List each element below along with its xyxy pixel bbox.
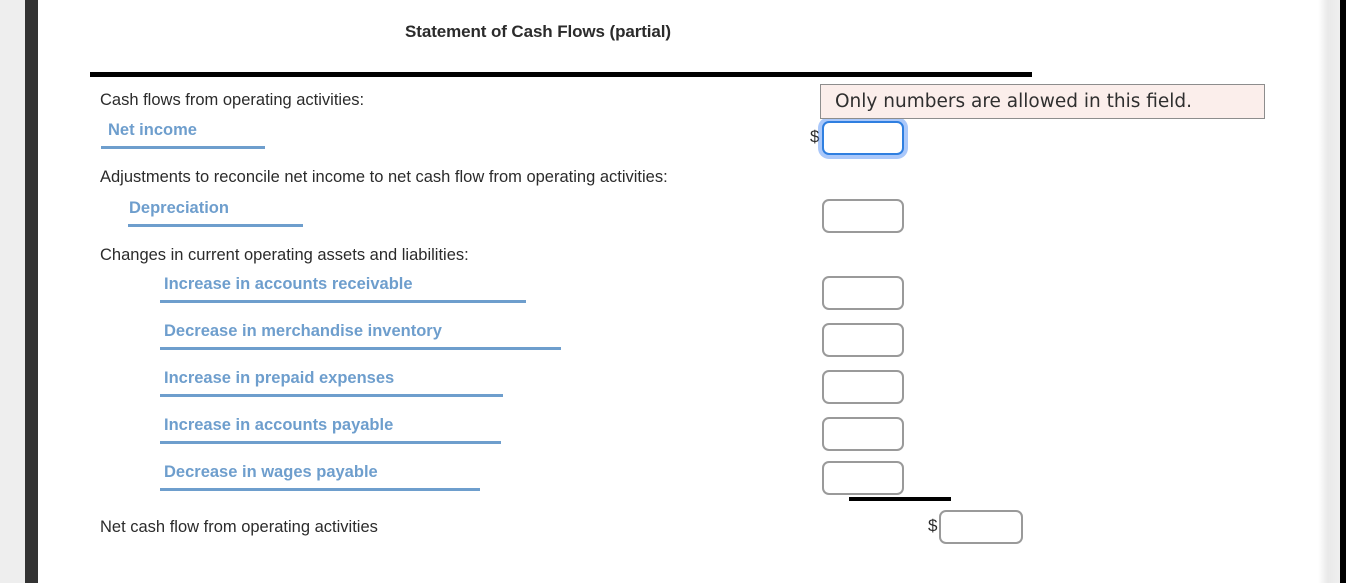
currency-symbol-net-income: $ xyxy=(810,127,820,146)
line-item-label-net-income[interactable]: Net income xyxy=(108,121,197,139)
page-title: Statement of Cash Flows (partial) xyxy=(405,22,671,41)
line-item-label-increase-prepaid-expenses[interactable]: Increase in prepaid expenses xyxy=(164,369,395,387)
line-item-underline-decrease-merchandise-inventory xyxy=(160,347,561,350)
line-item-label-increase-accounts-receivable[interactable]: Increase in accounts receivable xyxy=(164,275,413,293)
line-item-label-decrease-merchandise-inventory[interactable]: Decrease in merchandise inventory xyxy=(164,322,442,340)
line-item-underline-increase-prepaid-expenses xyxy=(160,394,503,397)
amount-input-increase-accounts-payable[interactable] xyxy=(822,417,904,451)
amount-input-decrease-wages-payable[interactable] xyxy=(822,461,904,495)
right-outer-gutter xyxy=(1318,0,1340,583)
total-row-label: Net cash flow from operating activities xyxy=(100,518,378,536)
section-header-changes: Changes in current operating assets and … xyxy=(100,246,469,264)
line-item-label-decrease-wages-payable[interactable]: Decrease in wages payable xyxy=(164,463,378,481)
line-item-label-depreciation[interactable]: Depreciation xyxy=(129,199,229,217)
statement-top-rule xyxy=(90,72,1032,77)
line-item-underline-net-income xyxy=(101,146,265,149)
amount-input-increase-prepaid-expenses[interactable] xyxy=(822,370,904,404)
amount-input-net-cash-flow[interactable] xyxy=(939,510,1023,544)
section-header-operating: Cash flows from operating activities: xyxy=(100,91,365,109)
validation-tooltip: Only numbers are allowed in this field. xyxy=(820,84,1265,119)
amount-input-decrease-merchandise-inventory[interactable] xyxy=(822,323,904,357)
left-outer-gutter xyxy=(0,0,25,583)
amount-input-net-income[interactable] xyxy=(822,121,904,155)
subtotal-rule xyxy=(849,497,951,501)
line-item-label-increase-accounts-payable[interactable]: Increase in accounts payable xyxy=(164,416,394,434)
line-item-underline-decrease-wages-payable xyxy=(160,488,480,491)
line-item-underline-increase-accounts-receivable xyxy=(160,300,526,303)
line-item-underline-depreciation xyxy=(128,224,303,227)
amount-input-depreciation[interactable] xyxy=(822,199,904,233)
line-item-underline-increase-accounts-payable xyxy=(160,441,501,444)
right-dark-rail xyxy=(1340,0,1346,583)
amount-input-increase-accounts-receivable[interactable] xyxy=(822,276,904,310)
currency-symbol-net-cash-flow: $ xyxy=(928,516,938,535)
left-dark-rail xyxy=(25,0,38,583)
section-header-adjustments: Adjustments to reconcile net income to n… xyxy=(100,168,668,186)
